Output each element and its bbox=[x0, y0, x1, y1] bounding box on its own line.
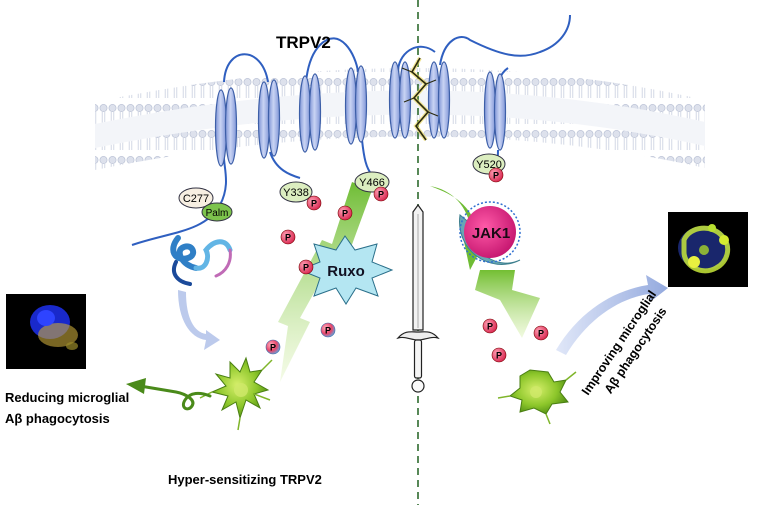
phospho-y338: P bbox=[306, 195, 322, 211]
palm-label: Palm bbox=[206, 208, 229, 219]
curved-arrow-left-blue bbox=[178, 290, 220, 350]
jak1-kinase: JAK1 bbox=[459, 201, 521, 265]
membrane-inner-leaflet bbox=[95, 114, 705, 170]
phospho-groups: P P P P P P P P P P P bbox=[265, 167, 549, 363]
phospho-y520: P bbox=[488, 167, 504, 183]
trpv2-transmembrane-helices bbox=[214, 61, 507, 167]
membrane-outer-leaflet bbox=[95, 67, 705, 124]
cell-membrane bbox=[95, 67, 705, 170]
helix-13 bbox=[483, 71, 497, 149]
helix-4 bbox=[267, 79, 281, 157]
svg-text:P: P bbox=[311, 199, 317, 209]
y338-oval bbox=[279, 181, 313, 203]
micrograph-left bbox=[6, 294, 86, 369]
y466-label: Y466 bbox=[359, 177, 385, 189]
left-outcome-text: Reducing microglial Aβ phagocytosis bbox=[5, 390, 129, 426]
jak1-label: JAK1 bbox=[472, 225, 510, 242]
ruxo-label: Ruxo bbox=[327, 263, 365, 280]
helix-11 bbox=[427, 61, 441, 139]
phospho-free-1: P bbox=[337, 205, 353, 221]
membrane-core bbox=[95, 90, 705, 148]
helix-7 bbox=[344, 67, 358, 145]
svg-text:P: P bbox=[270, 343, 276, 353]
svg-text:P: P bbox=[496, 351, 502, 361]
c277-label: C277 bbox=[183, 193, 209, 205]
microglia-cell-left bbox=[199, 356, 273, 431]
svg-text:P: P bbox=[303, 263, 309, 273]
svg-text:P: P bbox=[487, 322, 493, 332]
helix-12 bbox=[437, 61, 451, 139]
svg-text:P: P bbox=[493, 171, 499, 181]
svg-text:P: P bbox=[378, 190, 384, 200]
ruxo-drug: Ruxo bbox=[298, 235, 394, 305]
right-outcome-text: Improving microglial Aβ phagocytosis bbox=[579, 288, 670, 398]
trpv2-label: TRPV2 bbox=[276, 33, 331, 52]
svg-text:P: P bbox=[285, 233, 291, 243]
palm-oval bbox=[201, 202, 233, 222]
phospho-free-8: P bbox=[491, 347, 507, 363]
phospho-free-6: P bbox=[482, 318, 498, 334]
c277-palm-site: C277 Palm bbox=[178, 187, 233, 222]
left-outcome-line2: Aβ phagocytosis bbox=[5, 411, 110, 426]
helix-9 bbox=[388, 61, 402, 139]
svg-text:P: P bbox=[325, 326, 331, 336]
left-outcome-line1: Reducing microglial bbox=[5, 390, 129, 405]
curved-arrow-right-blue bbox=[556, 275, 668, 355]
helix-3 bbox=[257, 81, 271, 159]
phospho-free-7: P bbox=[533, 325, 549, 341]
svg-text:P: P bbox=[538, 329, 544, 339]
helix-6 bbox=[308, 73, 322, 151]
spiral-arrow-left bbox=[126, 378, 212, 411]
sword-icon bbox=[396, 203, 440, 393]
phospho-free-3: P bbox=[298, 259, 314, 275]
helix-5 bbox=[298, 75, 312, 153]
c277-oval bbox=[178, 187, 214, 209]
activation-arrow-right bbox=[475, 270, 540, 338]
jak1-spikes bbox=[459, 201, 521, 263]
ruxo-starburst bbox=[298, 235, 394, 305]
svg-text:P: P bbox=[342, 209, 348, 219]
bottom-label: Hyper-sensitizing TRPV2 bbox=[168, 472, 322, 487]
helix-8 bbox=[354, 65, 368, 143]
helix-1 bbox=[214, 89, 228, 167]
phospho-free-4: P bbox=[320, 322, 336, 338]
protein-ribbon-icon bbox=[170, 235, 233, 286]
y338-label: Y338 bbox=[283, 187, 309, 199]
y338-site: Y338 bbox=[279, 181, 313, 203]
activation-arrow-left bbox=[278, 182, 372, 382]
helix-14 bbox=[493, 73, 507, 151]
microglia-cell-right bbox=[497, 369, 577, 425]
phospho-free-2: P bbox=[280, 229, 296, 245]
helix-2 bbox=[224, 87, 238, 165]
phospho-y466: P bbox=[373, 186, 389, 202]
jak1-circle bbox=[464, 206, 516, 258]
micrograph-right bbox=[668, 212, 748, 287]
pore-ligand-molecule bbox=[401, 57, 439, 142]
phospho-free-5: P bbox=[265, 339, 281, 355]
